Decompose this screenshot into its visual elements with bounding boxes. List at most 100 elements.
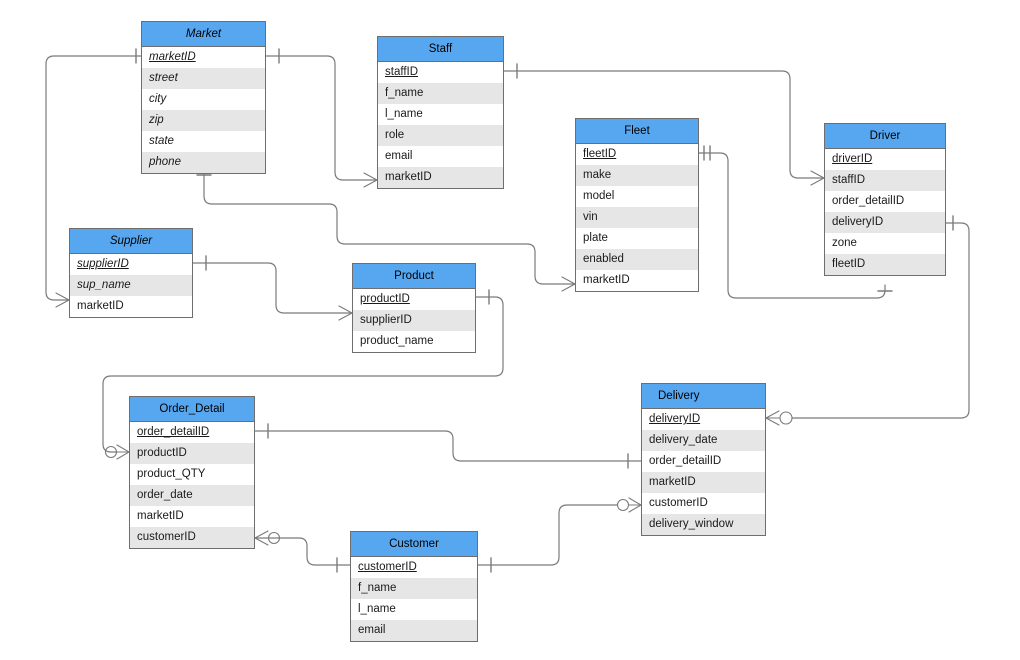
entity-title-delivery: Delivery [642, 384, 765, 409]
attribute-fleet-fleetid[interactable]: fleetID [576, 144, 698, 165]
attribute-product-supplierid[interactable]: supplierID [353, 310, 475, 331]
crowfoot-fleet-marketid [561, 276, 576, 292]
attribute-label: productID [137, 447, 187, 459]
attribute-label: f_name [358, 582, 397, 594]
circle-orderdetail-productid [104, 445, 118, 459]
attribute-label: email [358, 624, 386, 636]
attribute-staff-f_name[interactable]: f_name [378, 83, 503, 104]
circle-orderdetail-customerid [267, 531, 281, 545]
connector-customer-delivery [477, 504, 618, 566]
attribute-market-phone[interactable]: phone [142, 152, 265, 173]
attribute-delivery-delivery_date[interactable]: delivery_date [642, 430, 765, 451]
entity-title-staff: Staff [378, 37, 503, 62]
attribute-supplier-marketid[interactable]: marketID [70, 296, 192, 317]
attribute-label: product_QTY [137, 468, 206, 480]
attribute-driver-driverid[interactable]: driverID [825, 149, 945, 170]
attribute-product-product_name[interactable]: product_name [353, 331, 475, 352]
attribute-supplier-sup_name[interactable]: sup_name [70, 275, 192, 296]
entity-title-fleet: Fleet [576, 119, 698, 144]
attribute-label: order_detailID [137, 426, 210, 438]
attribute-order_detail-productid[interactable]: productID [130, 443, 254, 464]
attribute-delivery-delivery_window[interactable]: delivery_window [642, 514, 765, 535]
entity-title-customer: Customer [351, 532, 477, 557]
attribute-fleet-make[interactable]: make [576, 165, 698, 186]
attribute-order_detail-product_qty[interactable]: product_QTY [130, 464, 254, 485]
attribute-label: marketID [649, 476, 696, 488]
attribute-delivery-customerid[interactable]: customerID [642, 493, 765, 514]
attribute-label: vin [583, 211, 598, 223]
attribute-label: driverID [832, 153, 873, 165]
attribute-market-zip[interactable]: zip [142, 110, 265, 131]
attribute-fleet-plate[interactable]: plate [576, 228, 698, 249]
crowfoot-driver-staffid [810, 170, 825, 186]
crowfoot-orderdetail-customerid [254, 530, 269, 546]
attribute-staff-l_name[interactable]: l_name [378, 104, 503, 125]
attribute-fleet-marketid[interactable]: marketID [576, 270, 698, 291]
attribute-fleet-vin[interactable]: vin [576, 207, 698, 228]
crowfoot-supplier-marketid [55, 292, 70, 308]
crowfoot-staff-marketid [363, 172, 378, 188]
attribute-product-productid[interactable]: productID [353, 289, 475, 310]
attribute-staff-role[interactable]: role [378, 125, 503, 146]
attribute-label: enabled [583, 253, 624, 265]
attribute-driver-fleetid[interactable]: fleetID [825, 254, 945, 275]
entity-title-driver: Driver [825, 124, 945, 149]
connector-market-staff [265, 55, 378, 181]
double-bar-fleet-fleetid [703, 145, 711, 161]
attribute-label: zip [149, 114, 164, 126]
attribute-customer-l_name[interactable]: l_name [351, 599, 477, 620]
attribute-label: street [149, 72, 178, 84]
attribute-order_detail-order_detailid[interactable]: order_detailID [130, 422, 254, 443]
attribute-staff-staffid[interactable]: staffID [378, 62, 503, 83]
attribute-label: deliveryID [649, 413, 701, 425]
attribute-label: delivery_window [649, 518, 734, 530]
attribute-market-marketid[interactable]: marketID [142, 47, 265, 68]
attribute-customer-f_name[interactable]: f_name [351, 578, 477, 599]
attribute-staff-marketid[interactable]: marketID [378, 167, 503, 188]
attribute-label: staffID [385, 66, 419, 78]
attribute-label: city [149, 93, 167, 105]
entity-title-supplier: Supplier [70, 229, 192, 254]
attribute-market-street[interactable]: street [142, 68, 265, 89]
attribute-driver-order_detailid[interactable]: order_detailID [825, 191, 945, 212]
attribute-delivery-order_detailid[interactable]: order_detailID [642, 451, 765, 472]
attribute-customer-email[interactable]: email [351, 620, 477, 641]
attribute-market-city[interactable]: city [142, 89, 265, 110]
attribute-supplier-supplierid[interactable]: supplierID [70, 254, 192, 275]
attribute-driver-deliveryid[interactable]: deliveryID [825, 212, 945, 233]
attribute-label: order_detailID [649, 455, 722, 467]
attribute-driver-staffid[interactable]: staffID [825, 170, 945, 191]
attribute-fleet-enabled[interactable]: enabled [576, 249, 698, 270]
attribute-delivery-deliveryid[interactable]: deliveryID [642, 409, 765, 430]
attribute-order_detail-order_date[interactable]: order_date [130, 485, 254, 506]
attribute-label: customerID [137, 531, 196, 543]
attribute-label: email [385, 150, 413, 162]
attribute-order_detail-customerid[interactable]: customerID [130, 527, 254, 548]
attribute-staff-email[interactable]: email [378, 146, 503, 167]
attribute-label: staffID [832, 174, 866, 186]
attribute-order_detail-marketid[interactable]: marketID [130, 506, 254, 527]
attribute-label: marketID [149, 51, 196, 63]
attribute-fleet-model[interactable]: model [576, 186, 698, 207]
attribute-delivery-marketid[interactable]: marketID [642, 472, 765, 493]
attribute-label: fleetID [832, 258, 866, 270]
attribute-customer-customerid[interactable]: customerID [351, 557, 477, 578]
crowfoot-delivery-customerid [628, 497, 642, 513]
attribute-driver-zone[interactable]: zone [825, 233, 945, 254]
entity-delivery[interactable]: Delivery deliveryID delivery_date order_det… [641, 383, 766, 536]
crowfoot-product-supplierid [338, 305, 353, 321]
attribute-market-state[interactable]: state [142, 131, 265, 152]
attribute-label: sup_name [77, 279, 131, 291]
attribute-label: marketID [385, 171, 432, 183]
attribute-label: productID [360, 293, 410, 305]
attribute-label: model [583, 190, 615, 202]
crowfoot-orderdetail-productid [116, 444, 130, 460]
